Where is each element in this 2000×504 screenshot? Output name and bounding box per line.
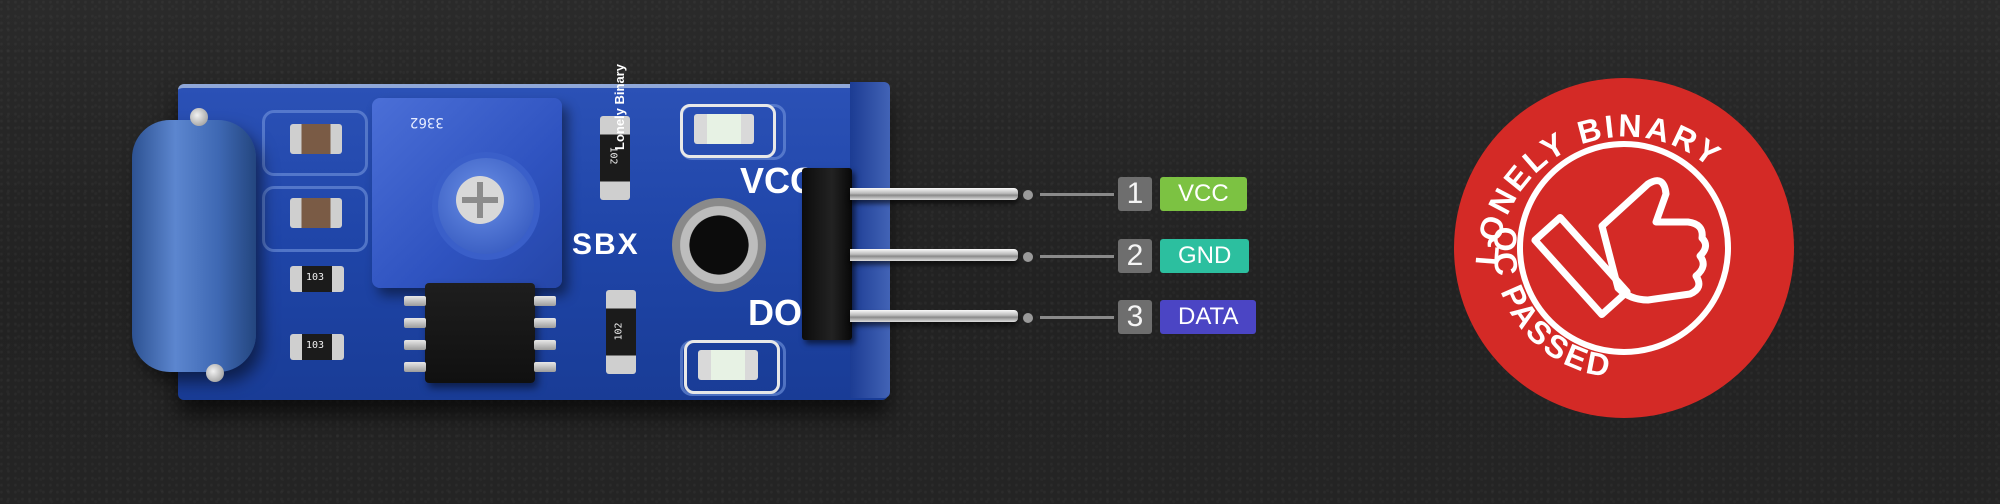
power-led (694, 114, 754, 144)
led-pad (680, 104, 776, 158)
pin-name-badge: DATA (1160, 300, 1257, 334)
board-edge (850, 82, 890, 398)
pin-number-badge: 1 (1118, 177, 1152, 211)
potentiometer-marking: 3362 (410, 114, 444, 130)
pcb-trace (262, 186, 368, 252)
ic-pin (404, 296, 426, 306)
potentiometer-knob (432, 152, 540, 260)
slot-line (477, 182, 483, 218)
pin-header-housing (802, 168, 852, 340)
header-pin-3 (850, 310, 1018, 322)
potentiometer-adjust-slot (456, 176, 504, 224)
callout-leader (1040, 255, 1114, 258)
callout-leader (1040, 316, 1114, 319)
status-led (698, 350, 758, 380)
smd-resistor-label: 102 (613, 322, 625, 341)
stamp-disc (1454, 78, 1794, 418)
vibration-sensor-cylinder (132, 120, 256, 372)
ic-pin (404, 318, 426, 328)
smd-resistor (600, 116, 630, 200)
ic-pin (534, 340, 556, 350)
mounting-hole (672, 198, 766, 292)
callout-dot (1023, 313, 1033, 323)
smd-resistor (290, 266, 344, 292)
ic-pin (534, 362, 556, 372)
silkscreen-do: DO (748, 292, 802, 333)
smd-resistor (606, 290, 636, 374)
ic-pin (404, 340, 426, 350)
sensor-lead (190, 108, 208, 126)
qc-passed-stamp: LONELY BINARY QC PASSED- (1452, 76, 1794, 418)
callout-dot (1023, 252, 1033, 262)
silkscreen-sbx: SBX (572, 228, 640, 261)
thumbs-up-icon (1531, 177, 1709, 319)
pin-number-badge: 3 (1118, 300, 1152, 334)
ic-pin (534, 296, 556, 306)
led-pad (684, 340, 780, 394)
pin-name-badge: VCC (1160, 177, 1247, 211)
smd-resistor-label: 103 (306, 272, 325, 283)
smd-capacitor (290, 198, 342, 228)
smd-capacitor (290, 124, 342, 154)
header-pin-1 (850, 188, 1018, 200)
ic-pin (404, 362, 426, 372)
smd-resistor (290, 334, 344, 360)
sensor-lead (206, 364, 224, 382)
pcb-trace (262, 110, 368, 176)
callout-leader (1040, 193, 1114, 196)
pin-name-badge: GND (1160, 239, 1250, 273)
comparator-ic (425, 283, 535, 383)
stamp-inner-ring (1517, 141, 1731, 355)
header-pin-2 (850, 249, 1018, 261)
ic-pin (534, 318, 556, 328)
smd-resistor-label: 103 (306, 340, 325, 351)
pin-number-badge: 2 (1118, 239, 1152, 273)
silkscreen-brand: Lonely Binary (612, 64, 627, 150)
callout-dot (1023, 190, 1033, 200)
